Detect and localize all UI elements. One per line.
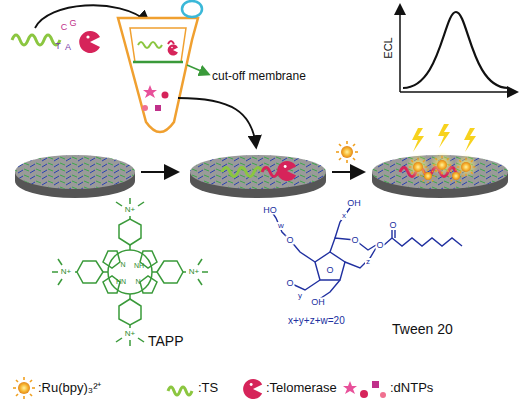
tween-structure: [272, 208, 462, 300]
legend-text: :dNTPs: [390, 381, 433, 394]
atom-label: x: [341, 212, 347, 220]
legend-sample: [343, 381, 386, 398]
atom-label: y: [297, 292, 303, 300]
flow-arrow: [332, 171, 362, 173]
atom-label: N: [120, 261, 125, 268]
atom-label: OH: [346, 199, 362, 208]
legend-sample: [243, 379, 262, 399]
atom-label: w: [277, 222, 285, 230]
base-letter: C: [61, 23, 68, 32]
legend-sample: [13, 377, 35, 399]
atom-label: N: [135, 278, 140, 285]
electrode: [372, 124, 508, 198]
atom-label: HN: [116, 278, 126, 285]
atom-label: N+: [188, 268, 200, 276]
atom-label: N+: [60, 268, 72, 276]
label: TAPP: [148, 334, 184, 348]
telomerase: [79, 31, 100, 53]
tapp-structure: [52, 198, 208, 346]
flow-arrow: [178, 98, 256, 146]
atom-label: N+: [124, 206, 136, 214]
legend-text: :TS: [198, 381, 218, 394]
atom-label: O: [285, 279, 294, 288]
atom-label: HO: [262, 206, 278, 215]
legend-text: :Telomerase: [266, 381, 337, 394]
flow-arrow: [141, 171, 176, 173]
atom-label: O: [388, 221, 397, 230]
base-letter: G: [69, 19, 76, 28]
ecl-plot: [400, 6, 516, 92]
electrode: [190, 155, 326, 198]
label: Tween 20: [392, 322, 453, 336]
label: ECL: [383, 37, 394, 58]
leader-line: [187, 65, 208, 74]
atom-label: O: [350, 236, 359, 245]
atom-label: NH: [134, 262, 144, 269]
atom-label: O: [375, 241, 384, 250]
base-letter: T: [55, 42, 61, 51]
electrode: [15, 155, 135, 198]
ts-helix: [12, 35, 60, 45]
atom-label: O: [326, 266, 333, 275]
atom-label: O: [285, 236, 294, 245]
label: x+y+z+w=20: [288, 316, 345, 326]
label: cut-off membrane: [212, 70, 306, 82]
base-letter: A: [65, 43, 71, 52]
legend-text: :Ru(bpy)₃²⁺: [38, 381, 101, 394]
atom-label: OH: [310, 298, 326, 307]
atom-label: N+: [124, 330, 136, 338]
atom-label: z: [365, 258, 371, 266]
ru-complex: [336, 141, 358, 163]
legend-sample: [168, 387, 192, 395]
